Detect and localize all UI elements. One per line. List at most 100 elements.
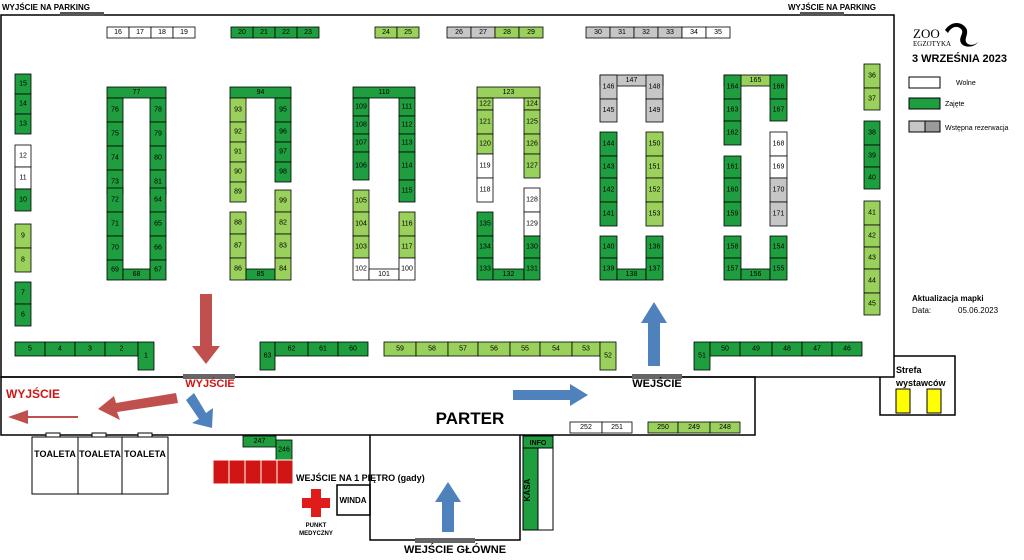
stall-box[interactable]: [398, 179, 416, 203]
stall-155[interactable]: 155: [769, 257, 788, 281]
stall-167[interactable]: 167: [769, 98, 788, 122]
stall-77[interactable]: 77: [106, 86, 167, 99]
stall-108[interactable]: 108: [352, 115, 370, 135]
stall-164[interactable]: 164: [723, 74, 742, 100]
stall-40[interactable]: 40: [863, 166, 881, 190]
stall-96[interactable]: 96: [274, 121, 292, 143]
stall-64[interactable]: 64: [149, 187, 167, 213]
stall-170[interactable]: 170: [769, 177, 788, 203]
stall-158[interactable]: 158: [723, 235, 742, 259]
stall-87[interactable]: 87: [229, 233, 247, 259]
stall-99[interactable]: 99: [274, 189, 292, 213]
stall-33[interactable]: 33: [657, 26, 683, 39]
stall-box[interactable]: [149, 259, 167, 281]
stall-14[interactable]: 14: [14, 93, 32, 115]
stall-123[interactable]: 123: [476, 86, 541, 99]
stall-47[interactable]: 47: [801, 341, 833, 357]
stall-145[interactable]: 145: [599, 98, 618, 123]
stall-36[interactable]: 36: [863, 63, 881, 89]
stall-box[interactable]: [137, 341, 155, 371]
stall-61[interactable]: 61: [307, 341, 339, 357]
stall-box[interactable]: [398, 257, 416, 281]
stall-22[interactable]: 22: [274, 26, 298, 39]
stall-45[interactable]: 45: [863, 292, 881, 316]
stall-162[interactable]: 162: [723, 120, 742, 146]
stall-box[interactable]: [723, 201, 742, 227]
stall-150[interactable]: 150: [645, 131, 664, 157]
stall-110[interactable]: 110: [352, 86, 416, 99]
stall-box[interactable]: [274, 161, 292, 183]
stall-24[interactable]: 24: [374, 26, 398, 39]
stall-box[interactable]: [337, 341, 369, 357]
stall-94[interactable]: 94: [229, 86, 292, 99]
stall-117[interactable]: 117: [398, 235, 416, 259]
stall-box[interactable]: [831, 341, 863, 357]
stall-118[interactable]: 118: [476, 177, 494, 203]
stall-7[interactable]: 7: [14, 281, 32, 305]
stall-50[interactable]: 50: [709, 341, 741, 357]
stall-box[interactable]: [705, 26, 731, 39]
stall-62[interactable]: 62: [274, 341, 309, 357]
stall-box[interactable]: [863, 87, 881, 111]
stall-box[interactable]: [172, 26, 196, 39]
stall-168[interactable]: 168: [769, 131, 788, 157]
stall-16[interactable]: 16: [106, 26, 130, 39]
stall-80[interactable]: 80: [149, 145, 167, 171]
stall-126[interactable]: 126: [523, 133, 541, 155]
stall-box[interactable]: [274, 257, 292, 281]
stall-92[interactable]: 92: [229, 121, 247, 143]
stall-box[interactable]: [352, 86, 416, 99]
stall-58[interactable]: 58: [415, 341, 449, 357]
stall-15[interactable]: 15: [14, 73, 32, 95]
stall-29[interactable]: 29: [518, 26, 544, 39]
stall-128[interactable]: 128: [523, 187, 541, 213]
stall-159[interactable]: 159: [723, 201, 742, 227]
stall-box[interactable]: [709, 421, 741, 434]
stall-box[interactable]: [14, 188, 32, 212]
stall-box[interactable]: [523, 153, 541, 179]
stall-66[interactable]: 66: [149, 235, 167, 261]
stall-box[interactable]: [645, 257, 664, 281]
stall-20[interactable]: 20: [230, 26, 254, 39]
stall-135[interactable]: 135: [476, 211, 494, 237]
stall-152[interactable]: 152: [645, 177, 664, 203]
stall-68[interactable]: 68: [122, 268, 151, 281]
stall-63[interactable]: 63: [259, 341, 276, 371]
stall-59[interactable]: 59: [383, 341, 417, 357]
stall-146[interactable]: 146: [599, 74, 618, 100]
stall-127[interactable]: 127: [523, 153, 541, 179]
stall-154[interactable]: 154: [769, 235, 788, 259]
stall-69[interactable]: 69: [106, 259, 124, 281]
stall-54[interactable]: 54: [539, 341, 573, 357]
stall-156[interactable]: 156: [740, 268, 771, 281]
stall-box[interactable]: [229, 181, 247, 203]
stall-65[interactable]: 65: [149, 211, 167, 237]
stall-32[interactable]: 32: [633, 26, 659, 39]
stall-6[interactable]: 6: [14, 303, 32, 327]
stall-101[interactable]: 101: [368, 268, 400, 281]
stall-166[interactable]: 166: [769, 74, 788, 100]
stall-9[interactable]: 9: [14, 223, 32, 249]
stall-box[interactable]: [863, 292, 881, 316]
stall-30[interactable]: 30: [585, 26, 611, 39]
stall-box[interactable]: [769, 257, 788, 281]
stall-11[interactable]: 11: [14, 166, 32, 190]
stall-72[interactable]: 72: [106, 187, 124, 213]
stall-125[interactable]: 125: [523, 109, 541, 135]
stall-55[interactable]: 55: [509, 341, 541, 357]
stall-97[interactable]: 97: [274, 141, 292, 163]
stall-10[interactable]: 10: [14, 188, 32, 212]
stall-5[interactable]: 5: [14, 341, 46, 357]
stall-31[interactable]: 31: [609, 26, 635, 39]
stall-box[interactable]: [518, 26, 544, 39]
stall-139[interactable]: 139: [599, 257, 618, 281]
stall-106[interactable]: 106: [352, 151, 370, 181]
stall-51[interactable]: 51: [693, 341, 711, 371]
stall-132[interactable]: 132: [492, 268, 525, 281]
stall-70[interactable]: 70: [106, 235, 124, 261]
stall-box[interactable]: [296, 26, 320, 39]
stall-17[interactable]: 17: [128, 26, 152, 39]
stall-252[interactable]: 252: [569, 421, 603, 434]
stall-13[interactable]: 13: [14, 113, 32, 135]
stall-89[interactable]: 89: [229, 181, 247, 203]
